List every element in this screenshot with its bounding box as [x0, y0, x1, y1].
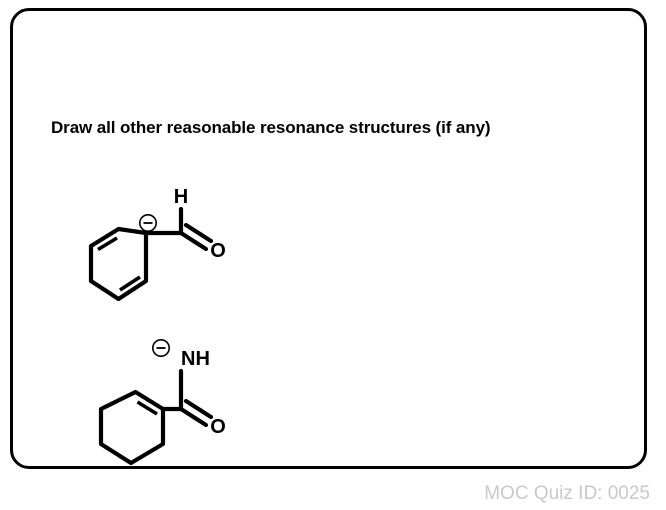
- ring-double-bond-upper-left: [97, 236, 118, 252]
- bond-carbonyl-to-oxygen-2: [183, 222, 214, 244]
- atom-label-nitrogen-hydrogen: NH: [181, 348, 210, 370]
- quiz-card: Draw all other reasonable resonance stru…: [10, 8, 647, 469]
- quiz-id-footer: MOC Quiz ID: 0025: [484, 483, 650, 504]
- ring-double-bond-top-right: [136, 400, 158, 416]
- bond-carbonyl-to-oxygen-2: [183, 398, 214, 420]
- ring-skeleton: [88, 226, 149, 302]
- page-title: Draw all other reasonable resonance stru…: [51, 118, 491, 137]
- atom-label-oxygen: O: [210, 416, 226, 438]
- atom-label-hydrogen: H: [174, 186, 188, 208]
- negative-charge-icon: [139, 213, 158, 232]
- ring-skeleton-cyclohexene: [98, 389, 166, 466]
- bond-carbonyl-to-oxygen-1: [178, 406, 209, 428]
- structure-cyclohexadienyl-anion-carbaldehyde: H O: [88, 186, 226, 302]
- structure-cyclohexene-carboxamide-anion: NH O: [98, 339, 226, 466]
- atom-label-oxygen: O: [210, 240, 226, 262]
- negative-charge-icon: [152, 339, 171, 357]
- bond-carbonyl-to-oxygen-1: [178, 230, 209, 252]
- ring-double-bond-lower-right: [119, 275, 141, 292]
